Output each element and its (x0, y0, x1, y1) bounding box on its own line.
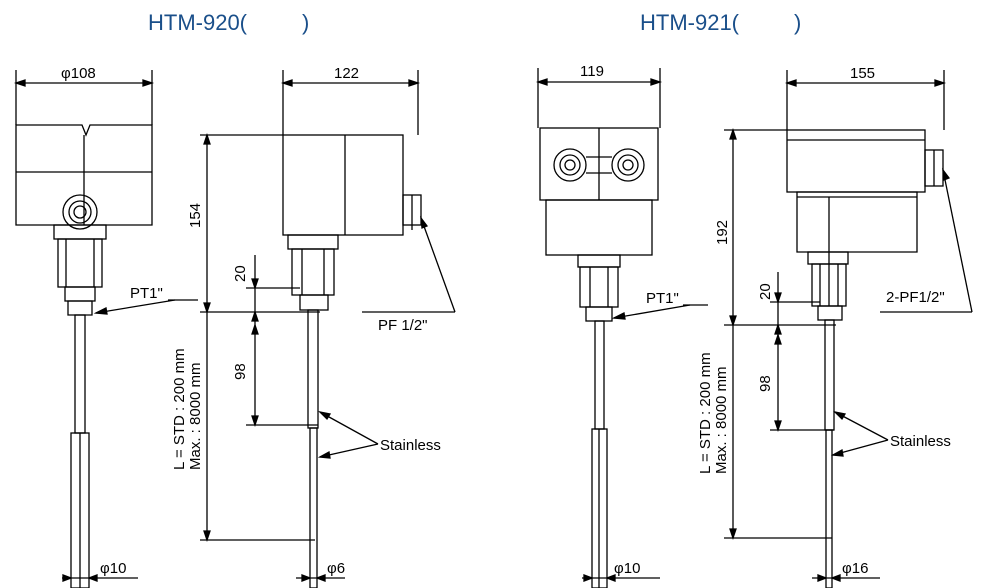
dim-rod-dia-b: φ6 (327, 560, 345, 577)
label-stainless: Stainless (380, 437, 441, 454)
label-thread-pt1: PT1" (130, 285, 163, 302)
dim-probe-98-921: 98 (757, 375, 774, 392)
dim-length-std-921: L = STD : 200 mm (697, 352, 714, 474)
dim-length-std: L = STD : 200 mm (171, 348, 188, 470)
dim-rod-dia-a-921: φ10 (614, 560, 640, 577)
dim-rod-dia-a: φ10 (100, 560, 126, 577)
htm-920-side-view (200, 70, 456, 588)
label-stainless-921: Stainless (890, 433, 951, 450)
htm-921-side-view (724, 70, 973, 588)
dim-thread-20: 20 (232, 265, 249, 282)
dim-head-width-b: 155 (850, 65, 875, 82)
label-thread-pt1-921: PT1" (646, 290, 679, 307)
title-htm-920: HTM-920( ) (148, 10, 310, 35)
htm-921-front-view (535, 68, 708, 588)
dim-probe-98: 98 (232, 363, 249, 380)
dim-head-width: 122 (334, 65, 359, 82)
dim-height-154: 154 (187, 203, 204, 228)
label-conduit-pf: PF 1/2" (378, 317, 428, 334)
dim-thread-20-921: 20 (757, 283, 774, 300)
title-htm-921: HTM-921( ) (640, 10, 802, 35)
dim-length-max-921: Max. : 8000 mm (713, 366, 730, 474)
dim-length-max: Max. : 8000 mm (187, 362, 204, 470)
htm-920-front-view (13, 70, 198, 588)
dim-rod-dia-b-921: φ16 (842, 560, 868, 577)
dim-height-192: 192 (714, 220, 731, 245)
label-conduit-2pf: 2-PF1/2" (886, 289, 945, 306)
dim-head-diameter: φ108 (61, 65, 96, 82)
dim-head-width-a: 119 (580, 63, 604, 80)
